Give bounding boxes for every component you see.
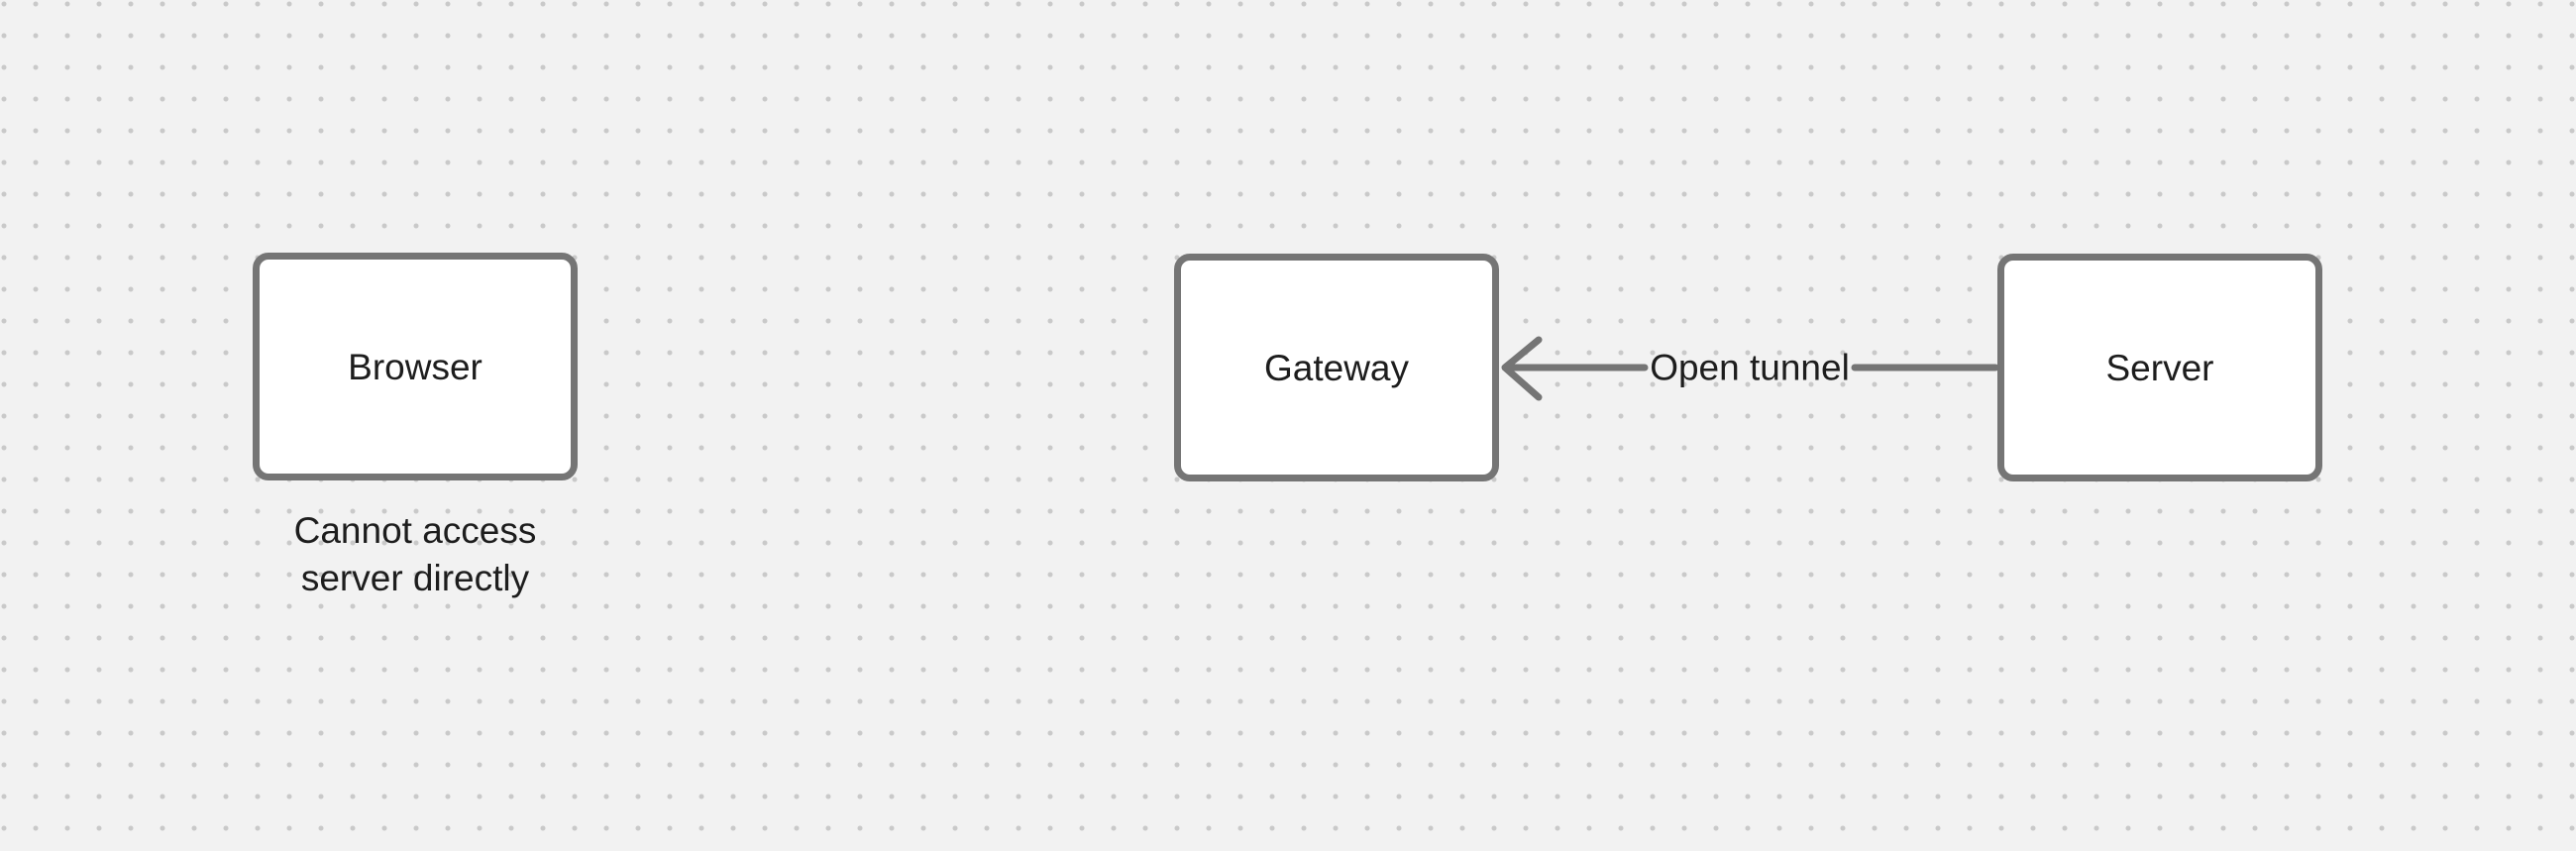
node-gateway-label: Gateway (1263, 347, 1409, 388)
node-browser[interactable]: Browser (253, 253, 578, 480)
node-server-label: Server (2105, 347, 2214, 388)
node-browser-label: Browser (348, 346, 483, 387)
caption-line-2: server directly (300, 558, 530, 598)
caption-line-1: Cannot access (293, 510, 537, 551)
caption-cannot-access[interactable]: Cannot access server directly (294, 507, 537, 602)
arrowhead-left-icon (1501, 336, 1543, 401)
arrow-label-open-tunnel[interactable]: Open tunnel (1650, 347, 1850, 388)
node-server[interactable]: Server (1997, 254, 2322, 481)
node-gateway[interactable]: Gateway (1174, 254, 1499, 481)
